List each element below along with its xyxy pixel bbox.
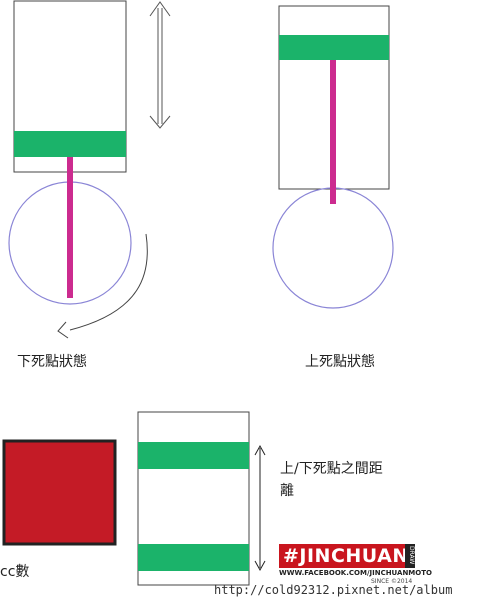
rotation-arrow-icon	[69, 233, 148, 331]
stroke-piston-top	[138, 442, 249, 469]
tdc-diagram	[272, 5, 394, 309]
watermark-badge-text: DRAW	[408, 546, 415, 565]
watermark-badge: DRAW	[405, 544, 415, 568]
stroke-distance-diagram	[137, 411, 266, 586]
cc-label: cc數	[0, 564, 30, 580]
tdc-piston	[279, 35, 389, 60]
stroke-label-line2: 離	[280, 483, 294, 499]
tdc-crank-circle	[272, 187, 394, 309]
bdc-state-label: 下死點狀態	[17, 354, 87, 370]
watermark-since: SINCE ©2014	[371, 578, 413, 585]
bdc-piston	[14, 131, 126, 157]
cc-diagram	[2, 439, 117, 546]
stroke-distance-arrow-icon	[254, 444, 266, 572]
tdc-state-label: 上死點狀態	[305, 354, 375, 370]
watermark-title: #JINCHUAN	[283, 545, 409, 567]
bdc-connecting-rod	[67, 156, 73, 298]
stroke-double-arrow-icon	[149, 1, 171, 129]
watermark-title-box: #JINCHUAN	[279, 544, 408, 568]
rotation-arrowhead-icon	[57, 321, 69, 339]
stroke-piston-bottom	[138, 544, 249, 571]
jinchuan-watermark: #JINCHUAN DRAW WWW.FACEBOOK.COM/JINCHUAN…	[279, 544, 432, 585]
stroke-label-line1: 上/下死點之間距	[280, 461, 383, 477]
cc-square	[2, 439, 117, 546]
bdc-diagram	[8, 0, 171, 339]
source-url: http://cold92312.pixnet.net/album	[214, 583, 453, 597]
watermark-facebook: WWW.FACEBOOK.COM/JINCHUANMOTO	[279, 569, 432, 577]
tdc-connecting-rod	[330, 58, 336, 204]
